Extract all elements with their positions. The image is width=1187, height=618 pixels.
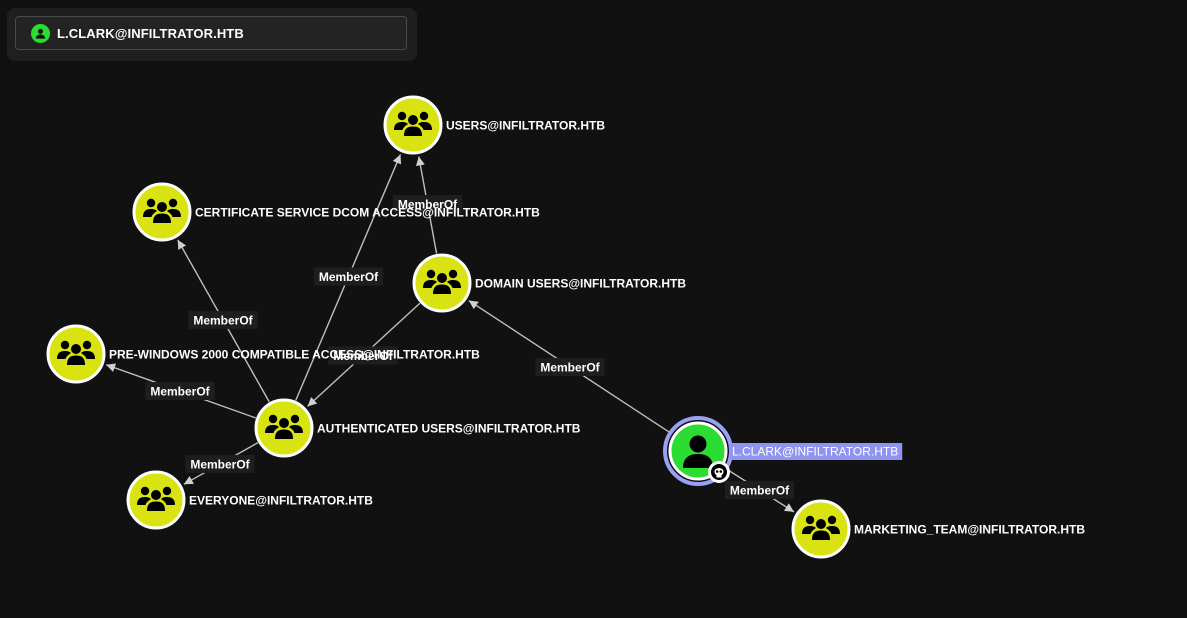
edge-label-domusers-authusers[interactable]: MemberOf [328, 346, 398, 365]
node-authusers[interactable]: AUTHENTICATED USERS@INFILTRATOR.HTB [254, 398, 581, 458]
node-label: EVERYONE@INFILTRATOR.HTB [189, 494, 373, 508]
node-label: PRE-WINDOWS 2000 COMPATIBLE ACCESS@INFIL… [109, 348, 480, 362]
node-label-group: CERTIFICATE SERVICE DCOM ACCESS@INFILTRA… [195, 206, 540, 220]
edge-label-background [145, 382, 215, 400]
node-label-group: PRE-WINDOWS 2000 COMPATIBLE ACCESS@INFIL… [109, 348, 480, 362]
node-label-group: DOMAIN USERS@INFILTRATOR.HTB [475, 277, 686, 291]
edge-label-text: MemberOf [540, 361, 600, 375]
node-prewin[interactable]: PRE-WINDOWS 2000 COMPATIBLE ACCESS@INFIL… [46, 324, 480, 384]
node-label-group: AUTHENTICATED USERS@INFILTRATOR.HTB [317, 422, 581, 436]
node-lclark[interactable]: L.CLARK@INFILTRATOR.HTB [663, 416, 903, 486]
edge-label-background [535, 358, 605, 376]
selected-label-background [730, 443, 903, 460]
node-label: AUTHENTICATED USERS@INFILTRATOR.HTB [317, 422, 581, 436]
edge-label-text: MemberOf [730, 484, 790, 498]
node-domusers[interactable]: DOMAIN USERS@INFILTRATOR.HTB [412, 253, 686, 313]
nodes-layer: USERS@INFILTRATOR.HTB CERTIFICATE SERVICE… [46, 95, 1085, 559]
edge-label-text: MemberOf [333, 349, 393, 363]
edge-label-text: MemberOf [398, 198, 458, 212]
node-label-group: MARKETING_TEAM@INFILTRATOR.HTB [854, 523, 1085, 537]
node-everyone[interactable]: EVERYONE@INFILTRATOR.HTB [126, 470, 373, 530]
node-label: DOMAIN USERS@INFILTRATOR.HTB [475, 277, 686, 291]
search-panel: L.CLARK@INFILTRATOR.HTB [7, 8, 417, 61]
edge-label-authusers-everyone[interactable]: MemberOf [185, 455, 255, 473]
search-input[interactable]: L.CLARK@INFILTRATOR.HTB [15, 16, 407, 50]
edge-label-authusers-users[interactable]: MemberOf [313, 267, 384, 286]
owned-skull-icon [708, 461, 730, 483]
node-certsvc[interactable]: CERTIFICATE SERVICE DCOM ACCESS@INFILTRA… [132, 182, 540, 242]
node-users[interactable]: USERS@INFILTRATOR.HTB [383, 95, 605, 155]
edge-labels-layer: MemberOfMemberOfMemberOfMemberOfMemberOf… [145, 195, 795, 499]
edge-label-background [328, 346, 398, 365]
node-label: MARKETING_TEAM@INFILTRATOR.HTB [854, 523, 1085, 537]
node-marketing[interactable]: MARKETING_TEAM@INFILTRATOR.HTB [791, 499, 1085, 559]
edge-label-text: MemberOf [193, 314, 253, 328]
node-label-group: USERS@INFILTRATOR.HTB [446, 119, 605, 133]
edge-label-background [392, 195, 463, 213]
edge-label-lclark-marketing[interactable]: MemberOf [724, 481, 795, 499]
node-label-group: L.CLARK@INFILTRATOR.HTB [730, 443, 903, 460]
node-label-group: EVERYONE@INFILTRATOR.HTB [189, 494, 373, 508]
edge-label-text: MemberOf [319, 270, 379, 284]
edge-label-background [185, 455, 255, 473]
node-label: USERS@INFILTRATOR.HTB [446, 119, 605, 133]
user-icon [31, 23, 50, 43]
edge-label-text: MemberOf [190, 458, 250, 472]
edge-label-authusers-prewin[interactable]: MemberOf [145, 382, 215, 400]
edge-label-background [724, 481, 795, 499]
search-value: L.CLARK@INFILTRATOR.HTB [57, 25, 244, 41]
edge-label-lclark-domusers[interactable]: MemberOf [535, 358, 605, 376]
edge-label-background [313, 267, 384, 286]
edge-label-authusers-certsvc[interactable]: MemberOf [188, 311, 258, 329]
edge-label-text: MemberOf [150, 385, 210, 399]
edge-label-domusers-users[interactable]: MemberOf [392, 195, 463, 213]
edge-label-background [188, 311, 258, 329]
node-label: CERTIFICATE SERVICE DCOM ACCESS@INFILTRA… [195, 206, 540, 220]
node-label: L.CLARK@INFILTRATOR.HTB [732, 445, 898, 459]
